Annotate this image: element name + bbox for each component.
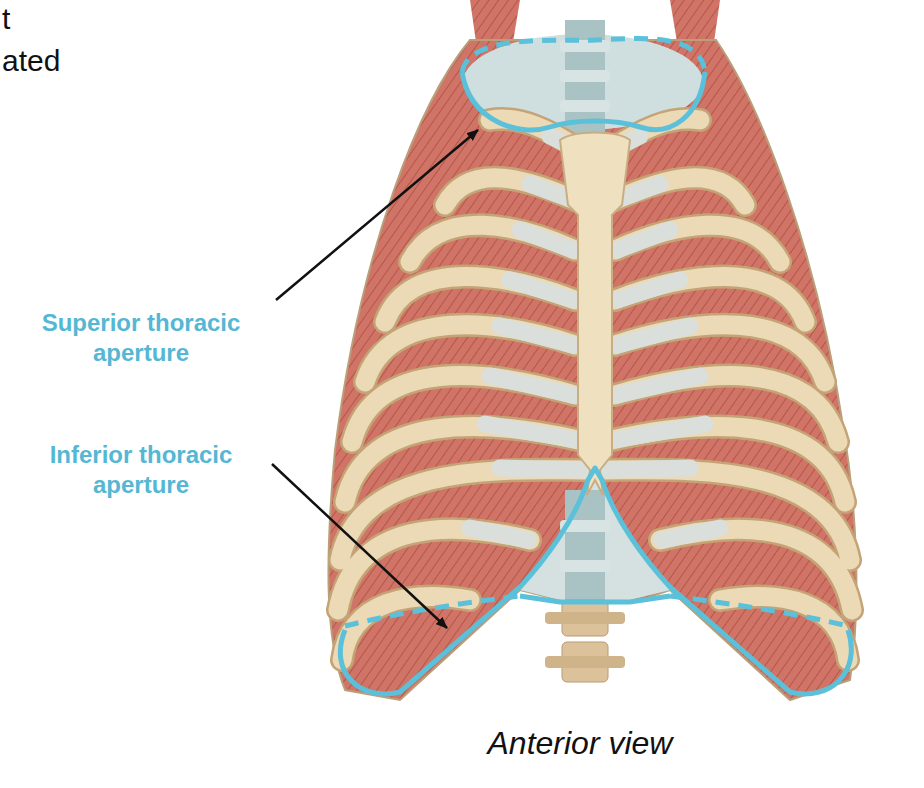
cut-off-text: t — [2, 2, 62, 36]
cut-off-text: ated — [2, 44, 122, 78]
aperture-label: Superior thoracic aperture — [10, 308, 272, 368]
leader-arrow — [272, 464, 447, 628]
view-caption: Anterior view — [430, 724, 730, 762]
leader-arrow — [276, 130, 478, 300]
aperture-label: Inferior thoracic aperture — [10, 440, 272, 500]
